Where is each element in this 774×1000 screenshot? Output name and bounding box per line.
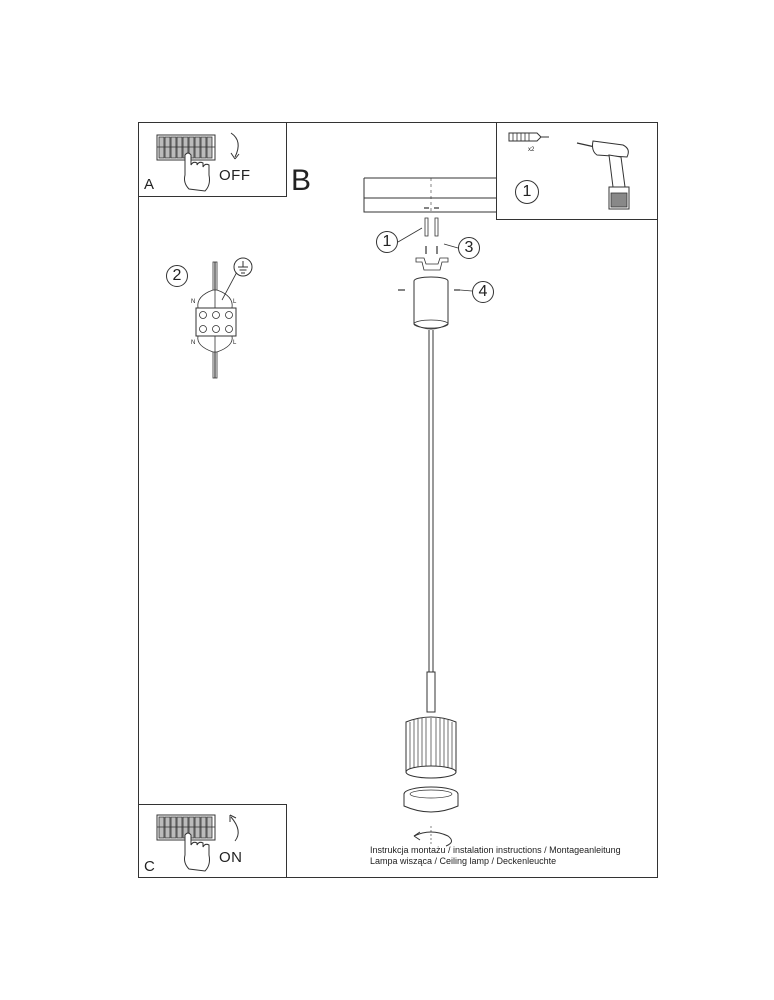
- step-1-badge: 1: [515, 180, 539, 204]
- wall-plug-icon: [508, 132, 549, 142]
- on-label: ON: [219, 849, 243, 866]
- wire-label-n-top: N: [191, 299, 196, 305]
- drill-icon: [576, 140, 630, 210]
- panel-tools: x2 1: [496, 122, 658, 220]
- footer: Instrukcja montażu / instalation instruc…: [370, 845, 621, 867]
- panel-a-letter: A: [144, 176, 155, 193]
- panel-c-letter: C: [144, 858, 155, 875]
- instruction-sheet-frame: [138, 122, 658, 878]
- hand-icon: [184, 832, 210, 872]
- hand-icon: [184, 152, 210, 192]
- wire-label-n-bottom: N: [191, 340, 196, 346]
- wire-label-l-bottom: L: [233, 340, 237, 346]
- quantity-label: x2: [528, 147, 535, 153]
- panel-a-power-off: A OFF: [138, 122, 287, 197]
- circuit-breaker-icon: [156, 134, 216, 161]
- footer-line-2: Lampa wisząca / Ceiling lamp / Deckenleu…: [370, 856, 557, 866]
- step-3-badge: 3: [458, 237, 480, 259]
- step-2-badge: 2: [166, 265, 188, 287]
- step-1-screw-badge: 1: [376, 231, 398, 253]
- panel-c-power-on: C ON: [138, 804, 287, 878]
- step-4-badge: 4: [472, 281, 494, 303]
- off-label: OFF: [219, 167, 251, 184]
- circuit-breaker-icon: [156, 814, 216, 841]
- panel-b-letter: B: [291, 164, 312, 197]
- arrow-down-icon: [230, 132, 240, 160]
- footer-line-1: Instrukcja montażu / instalation instruc…: [370, 845, 621, 855]
- arrow-up-icon: [229, 814, 239, 842]
- wire-label-l-top: L: [233, 299, 237, 305]
